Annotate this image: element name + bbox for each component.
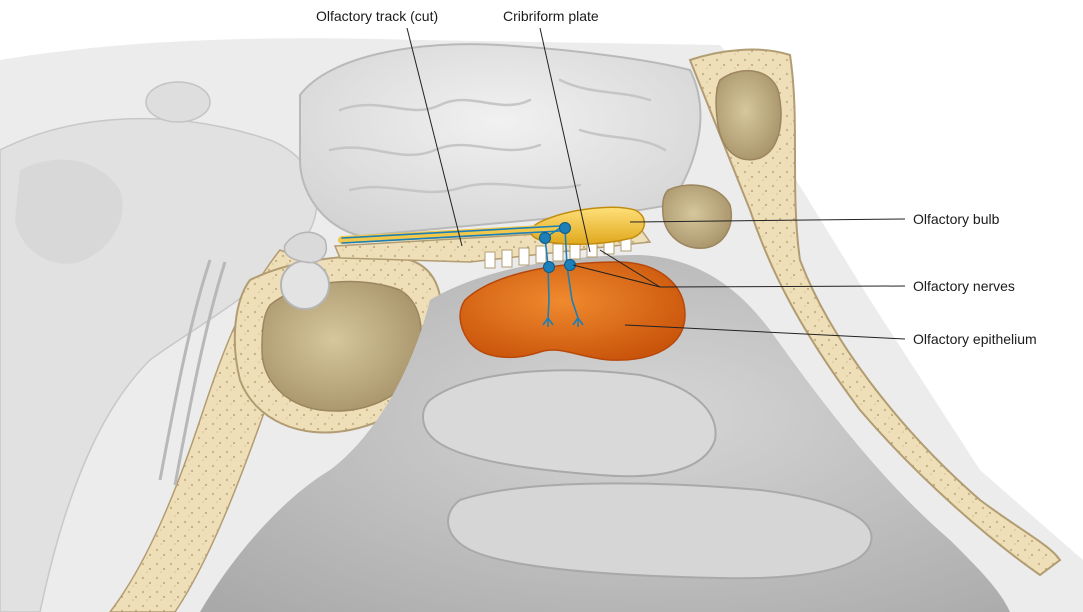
label-olfactory-epithelium: Olfactory epithelium: [913, 331, 1037, 347]
label-olfactory-track: Olfactory track (cut): [316, 8, 438, 24]
frontal-sinus: [716, 71, 781, 160]
label-cribriform-plate: Cribriform plate: [503, 8, 599, 24]
label-olfactory-bulb: Olfactory bulb: [913, 211, 999, 227]
label-olfactory-nerves: Olfactory nerves: [913, 278, 1015, 294]
